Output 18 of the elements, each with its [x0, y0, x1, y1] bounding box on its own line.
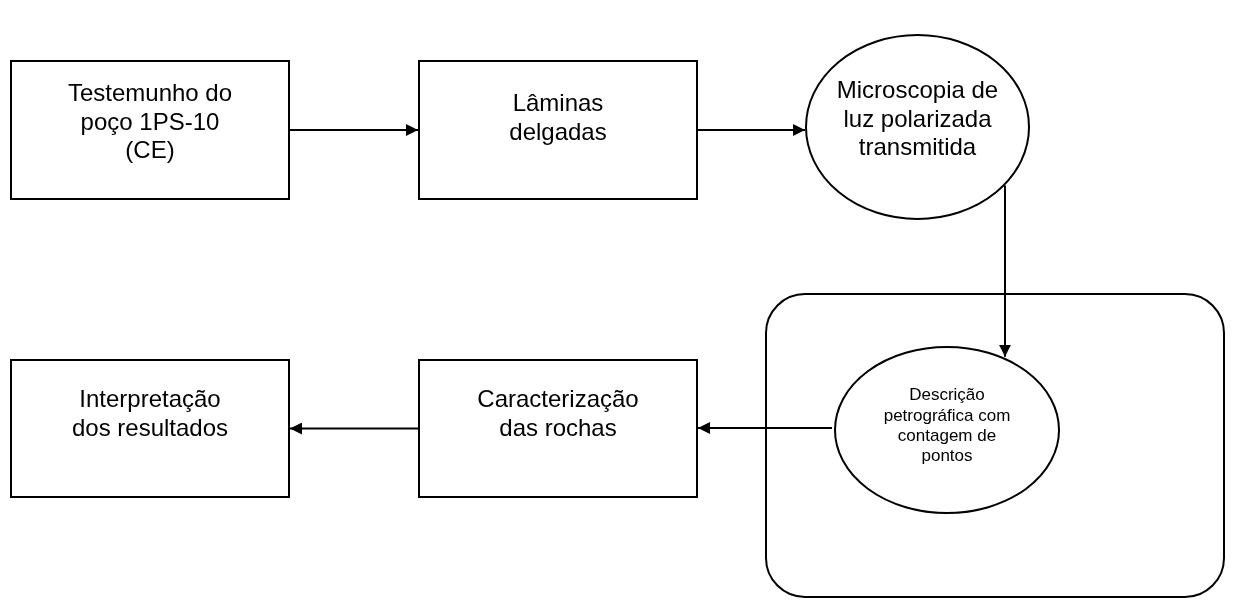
process-ellipse [805, 34, 1030, 220]
arrow [289, 422, 419, 435]
node-text: Microscopia de luz polarizada transmitida [835, 75, 1000, 163]
process-box [10, 359, 290, 498]
process-ellipse [834, 346, 1060, 514]
node-text: Caracterização das rochas [476, 384, 640, 443]
process-box [10, 60, 290, 200]
arrow [289, 124, 419, 136]
node-text: Descrição petrográfica com contagem de pontos [882, 385, 1012, 467]
process-box [418, 60, 698, 200]
rounded-container [765, 293, 1225, 598]
node-text: Lâminas delgadas [508, 89, 608, 147]
arrow [697, 124, 807, 136]
arrow [999, 184, 1011, 358]
node-text: Interpretação dos resultados [70, 384, 230, 443]
node-text: Testemunho do poço 1PS-10 (CE) [66, 78, 234, 166]
process-box [418, 359, 698, 498]
arrow [697, 422, 833, 434]
